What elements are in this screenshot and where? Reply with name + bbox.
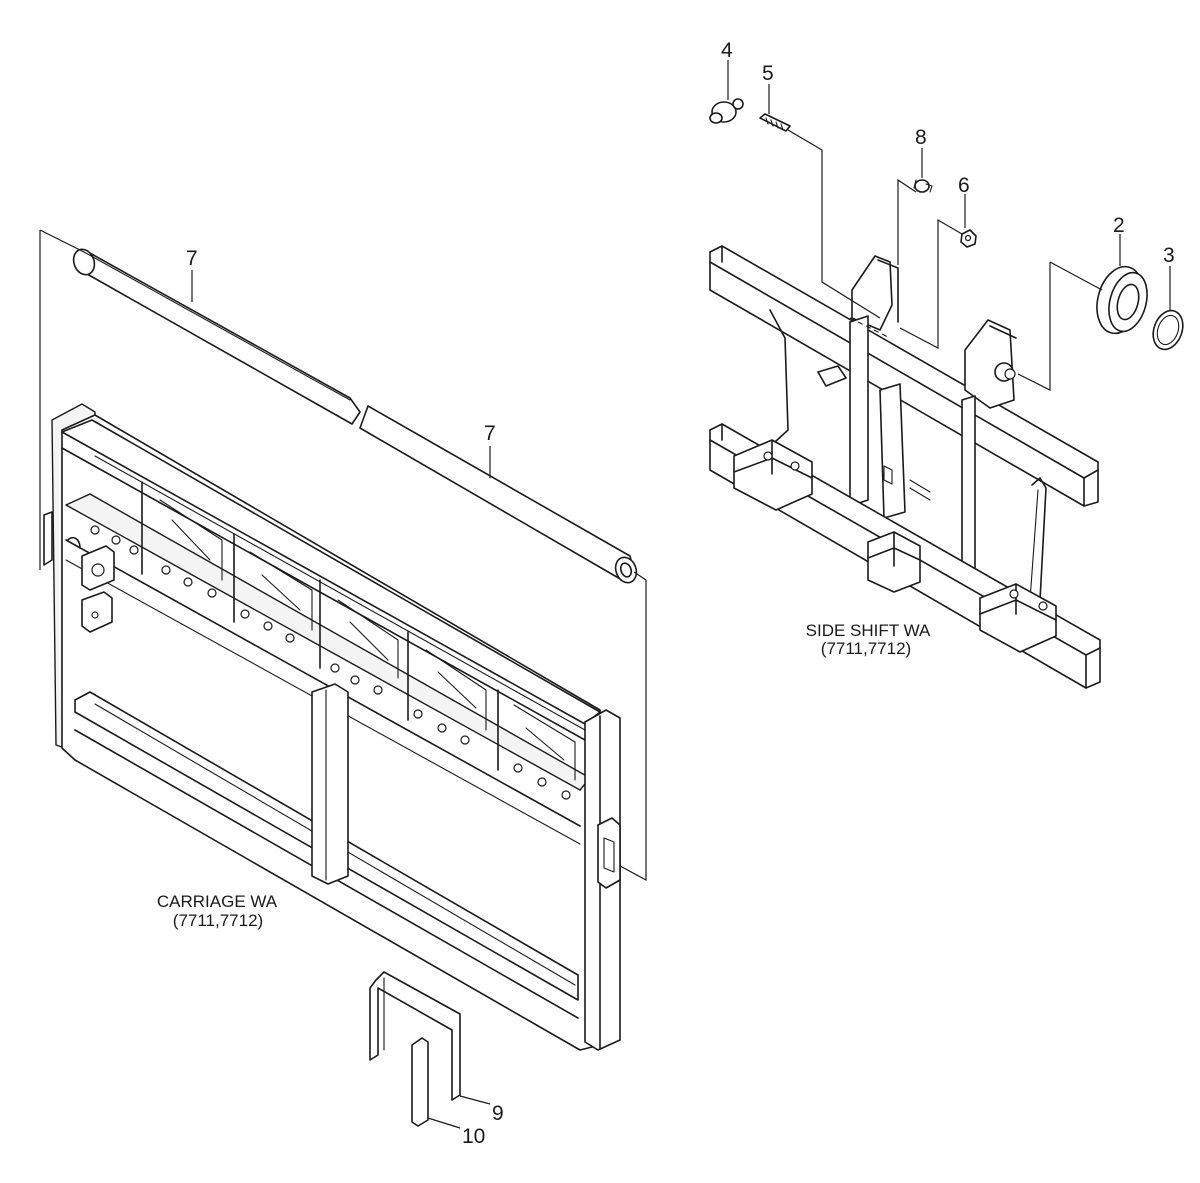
callout-9: 9	[492, 1102, 504, 1125]
leader-shaft-left	[39, 229, 85, 570]
leader-shaft-right	[619, 571, 647, 882]
callout-8: 8	[915, 126, 927, 149]
snap-ring-3	[1152, 309, 1184, 351]
side-shift-assembly	[709, 245, 1101, 689]
plate-10	[411, 1037, 429, 1127]
spring-pin-5	[759, 113, 791, 132]
leader-8	[897, 148, 923, 265]
callout-5: 5	[762, 62, 774, 85]
shaft-7-lower	[359, 405, 638, 584]
side-shift-caption-models: (7711,7712)	[821, 639, 911, 658]
carriage-assembly	[43, 403, 621, 1051]
callout-10: 10	[462, 1125, 485, 1148]
nut-6	[960, 229, 977, 248]
plate-9	[369, 971, 461, 1101]
callout-7-lower: 7	[484, 422, 496, 445]
side-shift-caption-title: SIDE SHIFT WA	[806, 621, 931, 640]
callout-3: 3	[1163, 244, 1175, 267]
bolt-8	[913, 179, 933, 193]
leader-2	[1017, 234, 1121, 391]
callout-7-upper: 7	[186, 247, 198, 270]
callout-6: 6	[958, 174, 970, 197]
carriage-bolt-holes	[90, 525, 571, 800]
carriage-caption-title: CARRIAGE WA	[157, 892, 278, 911]
callout-4: 4	[721, 39, 733, 62]
leader-5	[768, 84, 881, 319]
leader-6	[899, 194, 966, 349]
shaft-7-upper	[72, 248, 361, 425]
leader-10	[427, 1117, 461, 1129]
carriage-caption-models: (7711,7712)	[173, 911, 263, 930]
callout-2: 2	[1113, 214, 1125, 237]
roller-4	[709, 98, 744, 124]
bearing-2	[1096, 265, 1148, 335]
leader-9	[459, 1095, 491, 1105]
